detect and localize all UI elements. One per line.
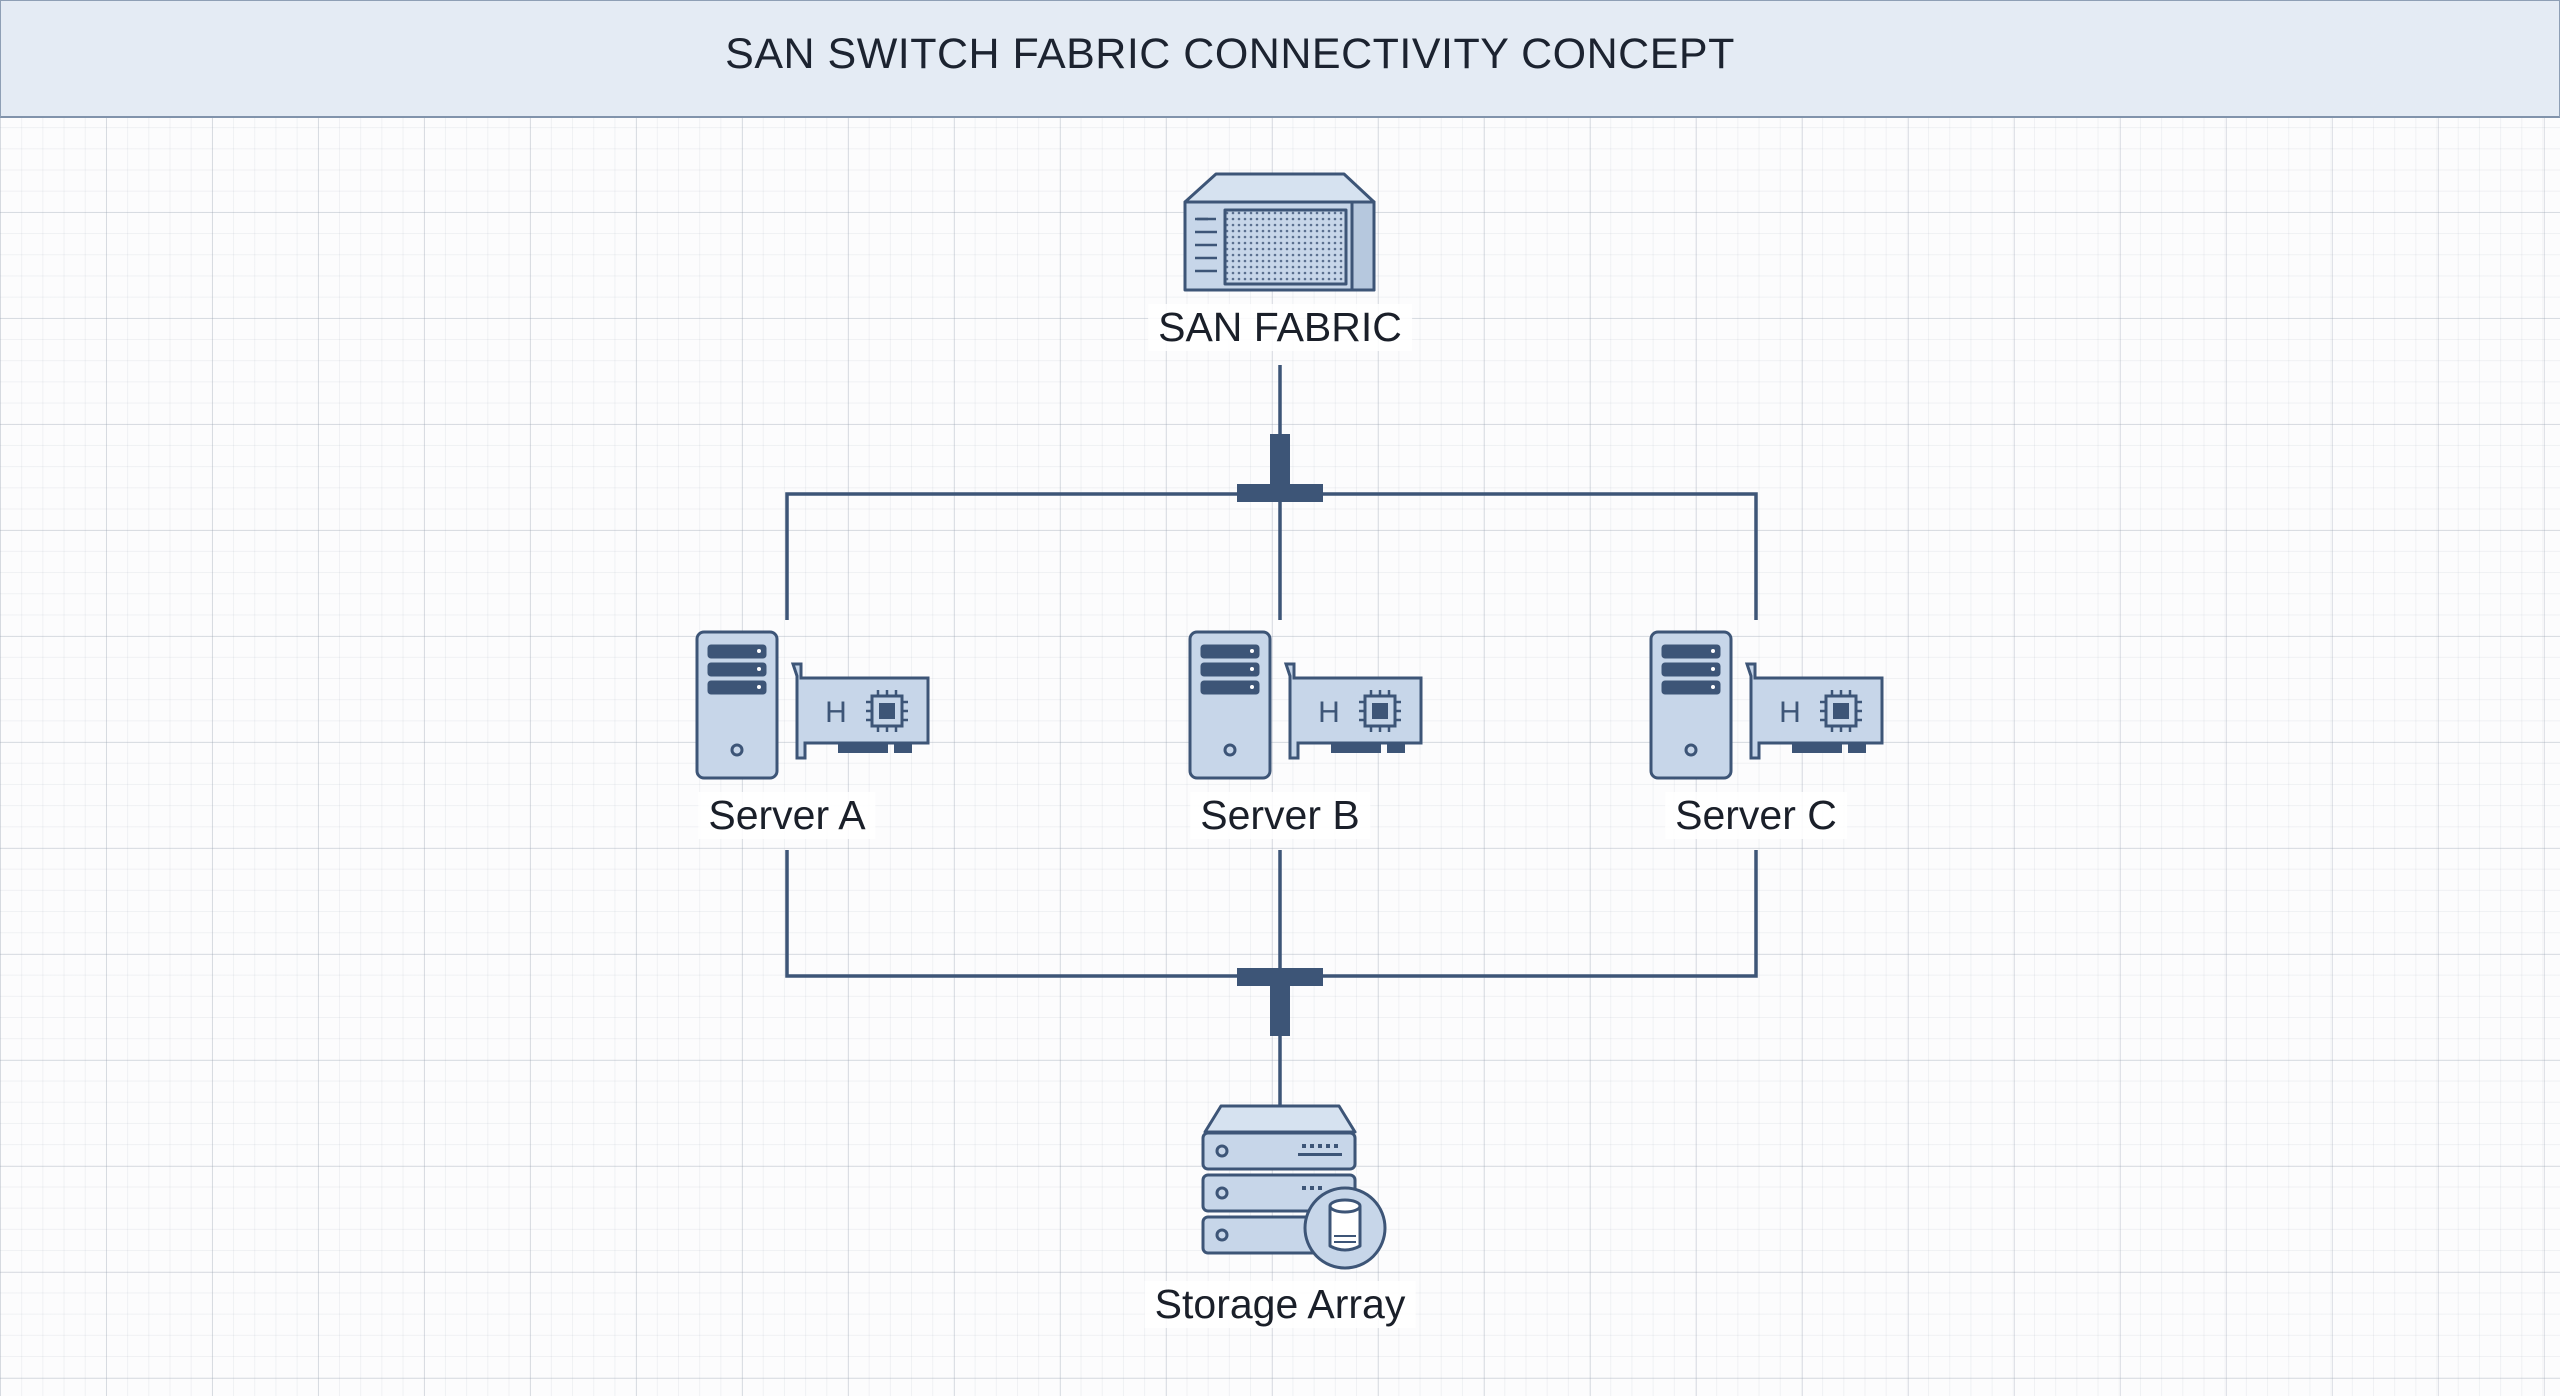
server-c-hba-card-icon: H	[1744, 662, 1884, 760]
storage-array-label: Storage Array	[1144, 1281, 1416, 1328]
storage-array-icon	[1201, 1104, 1387, 1270]
server-b-hba-card-icon: H	[1283, 662, 1423, 760]
switch-chassis-icon	[1183, 172, 1376, 292]
server-b-label: Server B	[1190, 792, 1370, 839]
link-server-a-to-storage	[785, 850, 1280, 978]
svg-text:H: H	[1318, 696, 1340, 729]
svg-text:H: H	[825, 696, 847, 729]
server-a-hba-card-icon: H	[790, 662, 930, 760]
top-junction-icon	[1237, 434, 1323, 502]
svg-text:H: H	[1779, 696, 1801, 729]
server-a-label: Server A	[698, 792, 876, 839]
title-bar	[0, 0, 2560, 118]
server-c-tower-icon	[1649, 630, 1733, 780]
link-server-c-to-storage	[1280, 850, 1758, 978]
server-a-tower-icon	[695, 630, 779, 780]
server-c-label: Server C	[1665, 792, 1847, 839]
link-fabric-to-server-c	[1280, 492, 1758, 620]
bottom-junction-icon	[1237, 968, 1323, 1036]
page-title: SAN SWITCH FABRIC CONNECTIVITY CONCEPT	[725, 30, 1735, 78]
san-fabric-label: SAN FABRIC	[1148, 304, 1412, 351]
server-b-tower-icon	[1188, 630, 1272, 780]
fabric-links	[785, 365, 1758, 1108]
link-fabric-to-server-a	[785, 492, 1280, 620]
